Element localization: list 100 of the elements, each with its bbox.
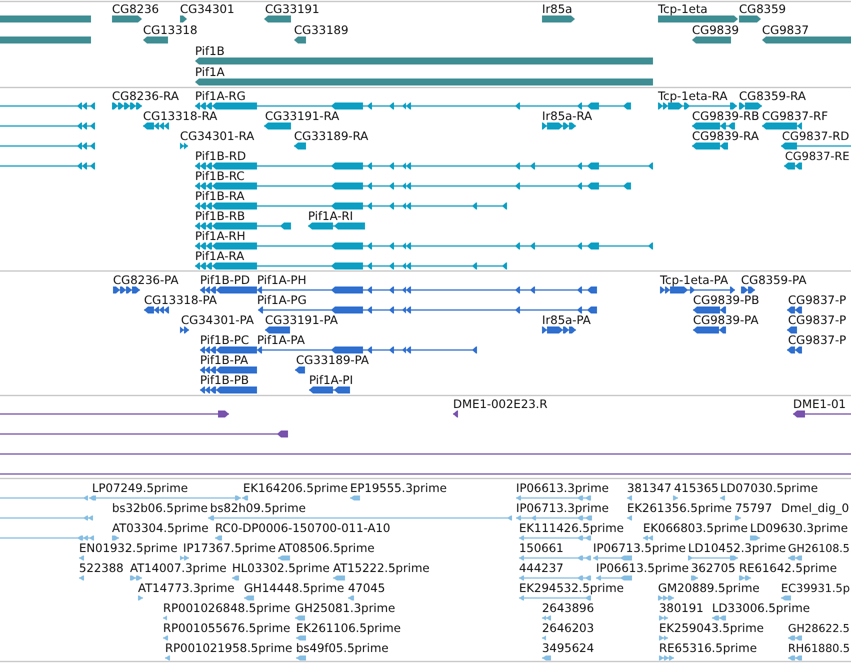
est-label: AT03304.5prime — [112, 522, 209, 534]
protein-label: Pif1A-PG — [257, 294, 307, 306]
est-label: 3495624 — [542, 642, 594, 654]
gene-label: CG34301 — [180, 2, 234, 16]
protein-label: Pif1B-PB — [200, 374, 249, 386]
transcript-label: CG8236-RA — [112, 90, 179, 102]
est-label: EK111426.5prime — [519, 522, 624, 534]
gene-label: CG13318 — [143, 24, 198, 36]
protein-label: CG8236-PA — [113, 274, 178, 286]
est-label: LD09630.3prime — [750, 522, 848, 534]
est-label: Dmel_dig_0 — [781, 502, 850, 514]
est-label: RH61880.5 — [788, 642, 850, 654]
est-label: EK294532.5prime — [519, 582, 624, 594]
est-label: EK164206.5prime — [243, 482, 348, 494]
transcript-label: Pif1B-RC — [195, 170, 245, 182]
est-label: HL03302.5prime — [232, 562, 330, 574]
est-label: LD07030.5prime — [720, 482, 818, 494]
est-label: 2643896 — [542, 602, 594, 614]
protein-label: Pif1A-PI — [309, 374, 354, 386]
est-label: 444237 — [519, 562, 564, 574]
est-label: EP19555.3prime — [350, 482, 447, 494]
gene-label: Pif1A — [195, 66, 225, 78]
transcript-label: Pif1B-RB — [195, 210, 245, 222]
protein-label: CG33191-PA — [265, 314, 338, 326]
est-label: RE61642.5prime — [739, 562, 837, 574]
transcript-label: CG13318-RA — [143, 110, 218, 122]
est-label: GH25081.3prime — [295, 602, 396, 614]
est-label: RE65316.5prime — [659, 642, 757, 654]
transcript-label: Pif1A-RG — [195, 90, 246, 102]
gene-label: CG9839 — [692, 24, 739, 36]
transcript-label: CG8359-RA — [739, 90, 806, 102]
est-label: EK261106.5prime — [296, 622, 401, 634]
est-label: AT08506.5prime — [278, 542, 375, 554]
est-label: bs82h09.5prime — [210, 502, 306, 514]
est-label: 47045 — [348, 582, 386, 594]
est-label: EC39931.5p — [781, 582, 850, 594]
est-label: RC0-DP0006-150700-011-A10 — [215, 522, 390, 534]
gene-label: CG8236 — [112, 2, 159, 16]
gene-label: CG8359 — [739, 2, 786, 16]
protein-label: CG33189-PA — [296, 354, 369, 366]
est-label: bs49f05.5prime — [296, 642, 389, 654]
transcript-label: Pif1A-RH — [195, 230, 246, 242]
est-label: LD10452.3prime — [688, 542, 786, 554]
transcript-label: CG9837-RE — [785, 150, 850, 162]
est-label: 381347 — [627, 482, 672, 494]
protein-label: Ir85a-PA — [542, 314, 591, 326]
transcript-label: Ir85a-RA — [542, 110, 592, 122]
transcript-label: CG34301-RA — [180, 130, 254, 142]
protein-label: Pif1B-PC — [200, 334, 250, 346]
est-label: RP001021958.5prime — [165, 642, 292, 654]
gene-label: CG33191 — [265, 2, 320, 16]
est-label: AT14007.3prime — [130, 562, 227, 574]
est-label: LP07249.5prime — [92, 482, 188, 494]
protein-label: CG8359-PA — [741, 274, 806, 286]
est-label: IP06713.5prime — [593, 542, 686, 554]
transcript-label: Tcp-1eta-RA — [658, 90, 728, 102]
est-label: IP06613.5prime — [596, 562, 689, 574]
clone-label: DME1-002E23.R — [453, 398, 548, 410]
transcript-label: CG9839-RA — [692, 130, 759, 142]
est-label: EK066803.5prime — [643, 522, 748, 534]
est-label: EK259043.5prime — [659, 622, 764, 634]
est-label: EN01932.5prime — [79, 542, 178, 554]
transcript-label: CG33189-RA — [294, 130, 368, 142]
protein-label: Pif1A-PA — [257, 334, 305, 346]
est-label: 380191 — [659, 602, 704, 614]
transcript-label: CG9839-RB — [692, 110, 760, 122]
protein-label: CG9837-P — [788, 334, 846, 346]
est-label: GM20889.5prime — [658, 582, 760, 594]
protein-label: CG9837-P — [788, 314, 846, 326]
est-label: 522388 — [79, 562, 124, 574]
est-label: IP17367.5prime — [183, 542, 276, 554]
protein-label: Pif1B-PA — [200, 354, 248, 366]
est-label: GH28622.5 — [788, 622, 850, 634]
protein-label: CG9839-PA — [693, 314, 758, 326]
clone-label: DME1-01 — [793, 398, 846, 410]
transcript-label: Pif1B-RA — [195, 190, 244, 202]
gene-label: Tcp-1eta — [658, 2, 708, 16]
transcript-label: Pif1A-RI — [308, 210, 354, 222]
est-label: LD33006.5prime — [712, 602, 810, 614]
protein-label: CG9837-P — [788, 294, 846, 306]
est-label: EK261356.5prime — [627, 502, 732, 514]
est-label: bs32b06.5prime — [112, 502, 208, 514]
protein-label: Pif1A-PH — [257, 274, 306, 286]
est-label: 362705 — [691, 562, 736, 574]
est-label: 75797 — [735, 502, 772, 514]
protein-label: CG13318-PA — [144, 294, 217, 306]
est-label: GH26108.5 — [788, 542, 850, 554]
protein-label: CG34301-PA — [181, 314, 254, 326]
gene-label: CG9837 — [762, 24, 809, 36]
transcript-label: CG9837-RD — [782, 130, 850, 142]
transcript-label: CG9837-RF — [762, 110, 828, 122]
est-label: AT15222.5prime — [333, 562, 430, 574]
est-label: 415365 — [674, 482, 719, 494]
transcript-label: Pif1A-RA — [195, 250, 244, 262]
protein-label: Tcp-1eta-PA — [660, 274, 728, 286]
est-label: 2646203 — [542, 622, 594, 634]
est-label: IP06613.3prime — [516, 482, 609, 494]
gene-label: CG33189 — [294, 24, 348, 36]
est-label: GH14448.5prime — [244, 582, 344, 594]
est-label: RP001026848.5prime — [163, 602, 290, 614]
